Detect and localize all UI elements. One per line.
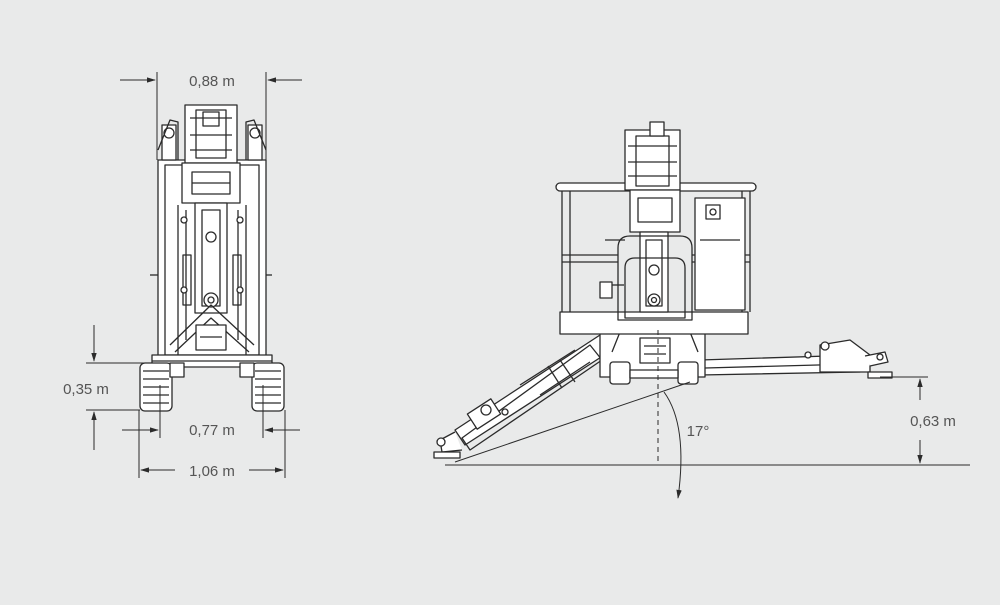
wheel-track-label: 0,77 m (189, 422, 235, 439)
ground-clearance-label: 0,35 m (63, 381, 109, 398)
side-view-machine (433, 121, 893, 459)
front-view-machine (139, 104, 285, 412)
outrigger-height-label: 0,63 m (910, 413, 956, 430)
front-view-dimensions (86, 72, 302, 478)
side-view-dimensions (445, 330, 970, 499)
tilt-reference-line (454, 381, 691, 463)
angle-arc (663, 391, 682, 499)
tilt-angle-label: 17° (687, 423, 710, 440)
overall-width-label: 0,88 m (189, 73, 235, 90)
base-width-label: 1,06 m (189, 463, 235, 480)
